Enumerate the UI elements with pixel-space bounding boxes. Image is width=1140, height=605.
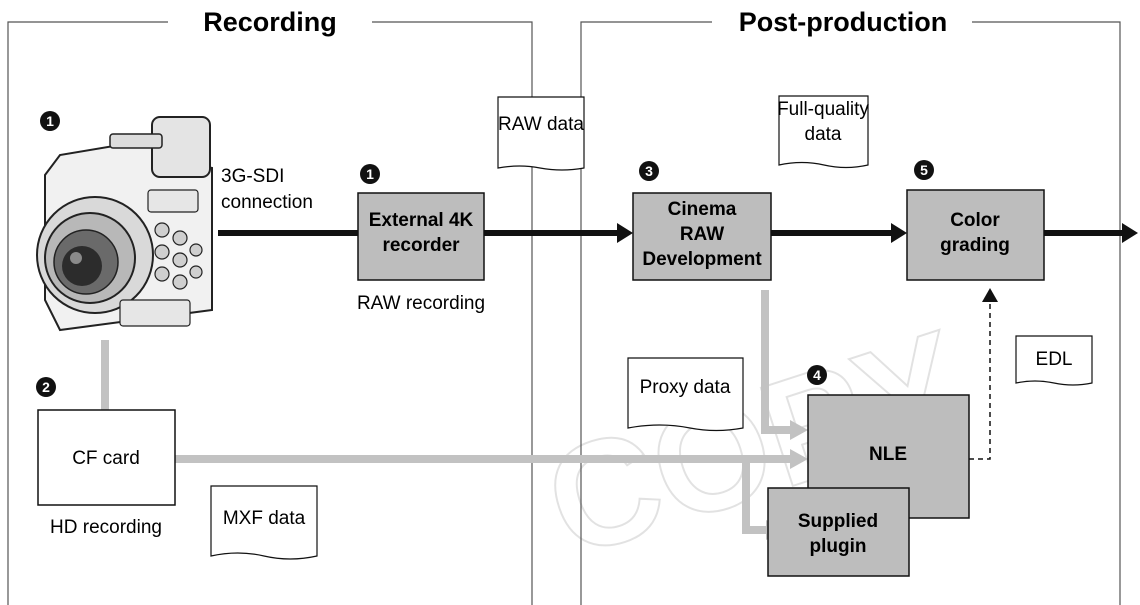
- svg-text:External 4K: External 4K: [369, 210, 474, 231]
- hd-recording-label: HD recording: [50, 517, 162, 538]
- arrowhead-output: [1122, 223, 1138, 243]
- svg-text:Proxy data: Proxy data: [640, 377, 731, 398]
- step-badge-cf-card: 2: [36, 377, 56, 397]
- to-plugin-line: [742, 459, 768, 534]
- svg-text:recorder: recorder: [382, 235, 460, 256]
- svg-text:RAW: RAW: [680, 224, 724, 245]
- cf-card-box: CF card: [37, 409, 176, 506]
- camera-illustration: [36, 116, 213, 332]
- step-badge-cinema-raw: 3: [639, 161, 659, 181]
- step-badge-nle: 4: [807, 365, 827, 385]
- svg-text:4: 4: [813, 367, 821, 383]
- color-grading-box: Color grading: [906, 189, 1045, 281]
- raw-dev-to-nle-line: [761, 290, 792, 434]
- proxy-data-document: Proxy data: [627, 357, 744, 432]
- gray-connectors: [101, 290, 792, 534]
- svg-text:2: 2: [42, 379, 50, 395]
- recording-title: Recording: [203, 7, 337, 37]
- step-badge-color-grading: 5: [914, 160, 934, 180]
- svg-text:1: 1: [46, 113, 54, 129]
- svg-text:MXF data: MXF data: [223, 508, 306, 529]
- svg-text:NLE: NLE: [869, 444, 907, 465]
- svg-text:1: 1: [366, 166, 374, 182]
- arrowhead-to-nle-mid: [790, 449, 808, 469]
- raw-data-document: RAW data: [497, 96, 585, 171]
- svg-text:grading: grading: [940, 235, 1010, 256]
- post-production-title: Post-production: [739, 7, 947, 37]
- black-arrowheads: [617, 223, 1138, 243]
- svg-text:data: data: [805, 124, 842, 145]
- supplied-plugin-box: Supplied plugin: [767, 487, 910, 577]
- svg-text:plugin: plugin: [810, 536, 867, 557]
- cinema-raw-box: Cinema RAW Development: [632, 192, 772, 281]
- sdi-connection-label: 3G-SDI connection: [221, 166, 313, 213]
- mxf-data-document: MXF data: [210, 485, 318, 560]
- recording-frame: Recording: [7, 7, 533, 605]
- arrowhead-to-nle-top: [790, 420, 808, 440]
- svg-text:RAW data: RAW data: [498, 114, 584, 135]
- arrowhead-grading: [891, 223, 907, 243]
- edl-dashed-connector: [969, 288, 998, 460]
- arrowhead-to-grading: [982, 288, 998, 302]
- svg-text:Supplied: Supplied: [798, 511, 878, 532]
- svg-text:5: 5: [920, 162, 928, 178]
- external-recorder-box: External 4K recorder: [357, 192, 485, 281]
- arrowhead-raw-dev: [617, 223, 633, 243]
- full-quality-document: Full-quality data: [777, 95, 869, 169]
- svg-text:CF card: CF card: [72, 448, 140, 469]
- svg-text:connection: connection: [221, 192, 313, 213]
- svg-text:Development: Development: [642, 249, 762, 270]
- step-badge-recorder: 1: [360, 164, 380, 184]
- svg-text:EDL: EDL: [1036, 349, 1073, 370]
- svg-text:Full-quality: Full-quality: [777, 99, 869, 120]
- raw-recording-label: RAW recording: [357, 293, 485, 314]
- edl-document: EDL: [1015, 335, 1093, 386]
- step-badge-camera: 1: [40, 111, 60, 131]
- svg-text:3: 3: [645, 163, 653, 179]
- svg-text:3G-SDI: 3G-SDI: [221, 166, 284, 187]
- post-production-frame: Post-production: [580, 7, 1121, 605]
- svg-text:Cinema: Cinema: [668, 199, 737, 220]
- svg-text:Color: Color: [950, 210, 1000, 231]
